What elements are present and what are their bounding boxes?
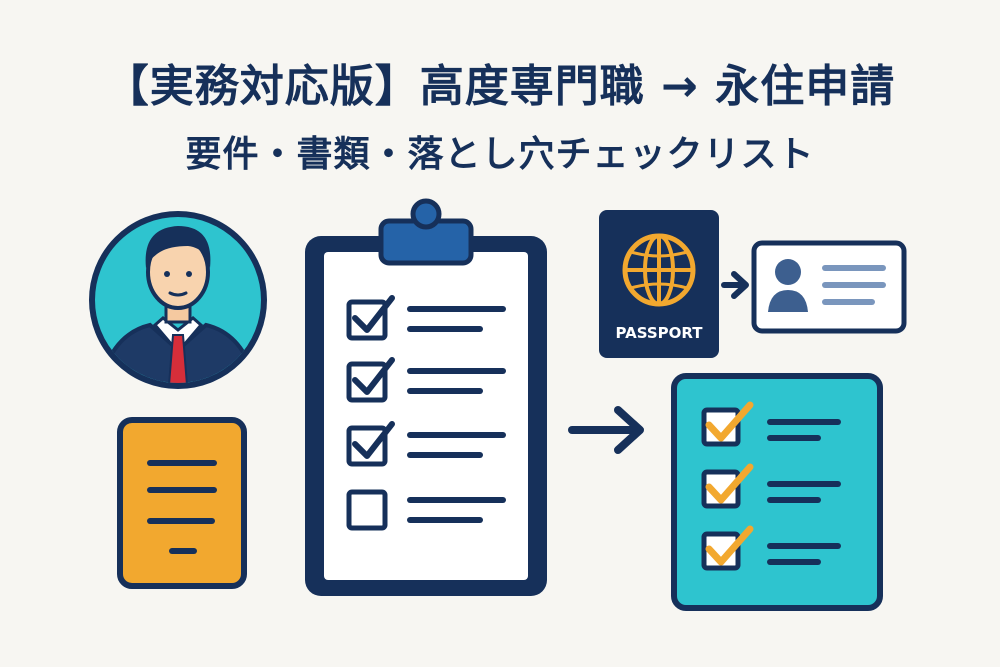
checklist-card-icon — [671, 373, 883, 611]
checklist-item — [346, 421, 506, 467]
checklist-item — [346, 295, 506, 341]
person-avatar-icon — [89, 211, 267, 389]
id-card-icon — [751, 240, 907, 334]
arrow-right-icon — [568, 406, 644, 454]
page-subtitle: 要件・書類・落とし穴チェックリスト — [185, 134, 815, 175]
checklist-item — [346, 489, 506, 531]
page-title: 【実務対応版】高度専門職 → 永住申請 — [104, 61, 896, 112]
checklist-item — [701, 463, 841, 509]
checklist-item — [701, 401, 841, 447]
checklist-item — [701, 525, 841, 571]
document-icon — [117, 417, 247, 589]
checklist-item — [346, 357, 506, 403]
passport-icon: PASSPORT — [599, 210, 719, 358]
arrow-right-icon — [721, 271, 749, 299]
globe-icon — [622, 233, 696, 307]
clipboard-icon — [305, 198, 547, 596]
passport-label: PASSPORT — [615, 324, 703, 342]
